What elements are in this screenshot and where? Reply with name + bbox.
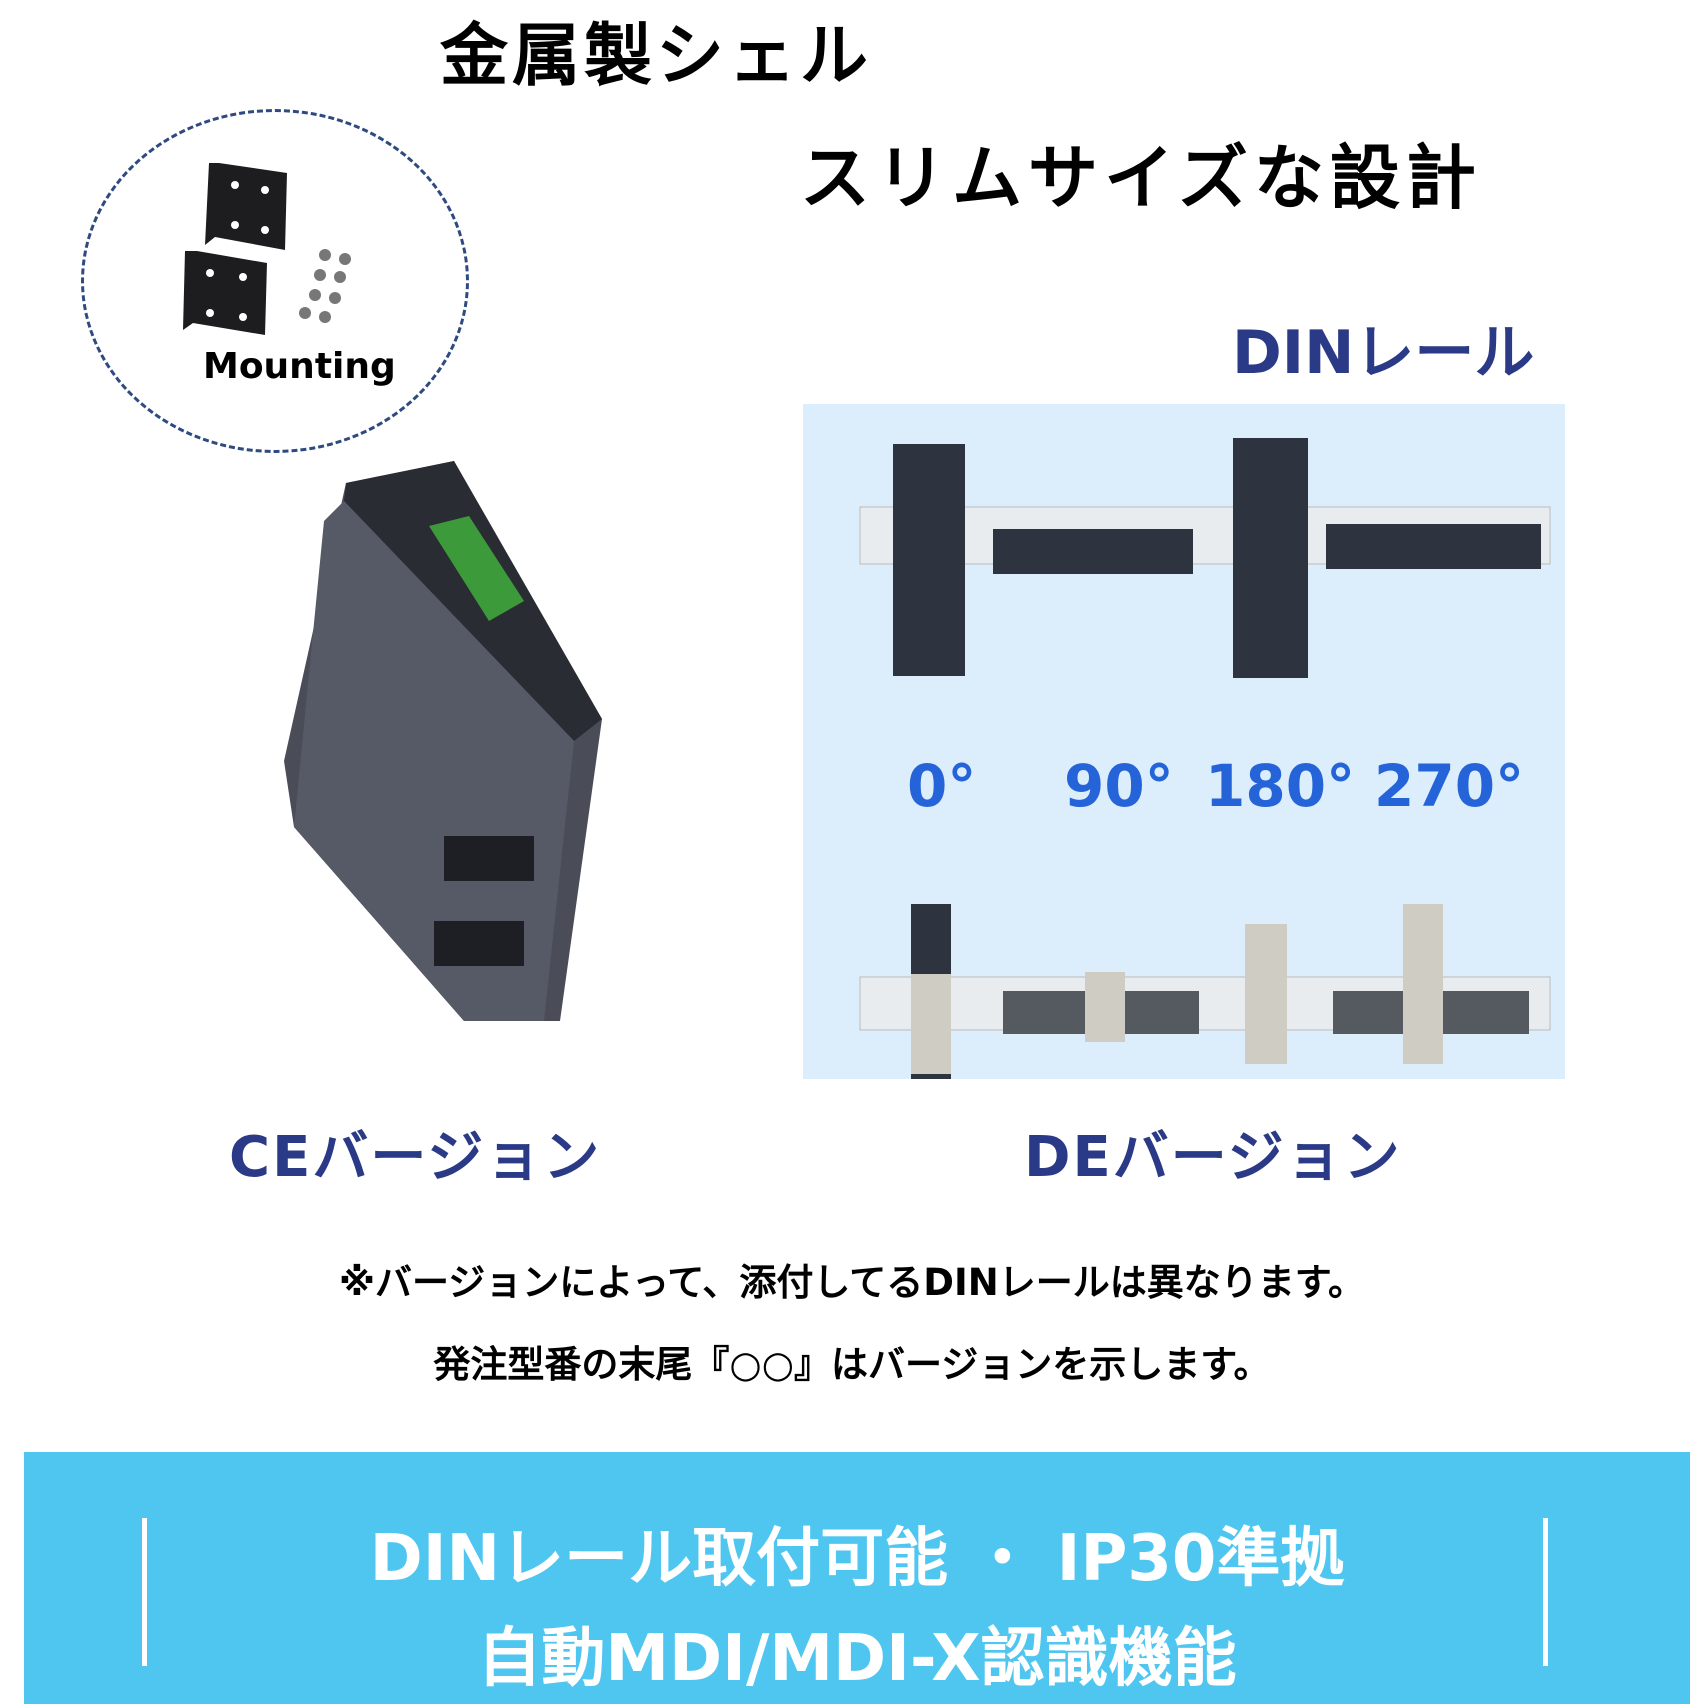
banner-divider-left bbox=[142, 1518, 147, 1666]
banner-line-2: 自動MDI/MDI-X認識機能 bbox=[477, 1622, 1237, 1696]
title-metal-shell: 金属製シェル bbox=[440, 17, 873, 96]
banner-line-1: DINレール取付可能 ・ IP30準拠 bbox=[369, 1522, 1345, 1596]
din-rail-title: DINレール bbox=[1232, 318, 1535, 388]
de-version-label: DEバージョン bbox=[1024, 1125, 1402, 1190]
mounting-label: Mounting bbox=[203, 346, 396, 387]
angle-label-90: 90° bbox=[1064, 752, 1174, 820]
mounting-brackets-image bbox=[183, 163, 351, 335]
version-note-2: 発注型番の末尾『○○』はバージョンを示します。 bbox=[433, 1343, 1271, 1386]
feature-banner: DINレール取付可能 ・ IP30準拠 自動MDI/MDI-X認識機能 bbox=[24, 1452, 1690, 1704]
din-rail-illustration bbox=[859, 438, 1551, 1079]
din-rail-orientation-diagram: 0° 90° 180° 270° bbox=[803, 404, 1565, 1079]
version-note-1: ※バージョンによって、添付してるDINレールは異なります。 bbox=[338, 1261, 1366, 1304]
angle-label-180: 180° bbox=[1205, 752, 1356, 820]
ce-version-label: CEバージョン bbox=[229, 1125, 602, 1190]
switch-device-image bbox=[284, 461, 602, 1021]
angle-label-270: 270° bbox=[1374, 752, 1525, 820]
mounting-accessories-circle bbox=[81, 109, 469, 453]
banner-divider-right bbox=[1543, 1518, 1548, 1666]
angle-label-0: 0° bbox=[907, 752, 977, 820]
title-slim-design: スリムサイズな設計 bbox=[800, 137, 1482, 219]
